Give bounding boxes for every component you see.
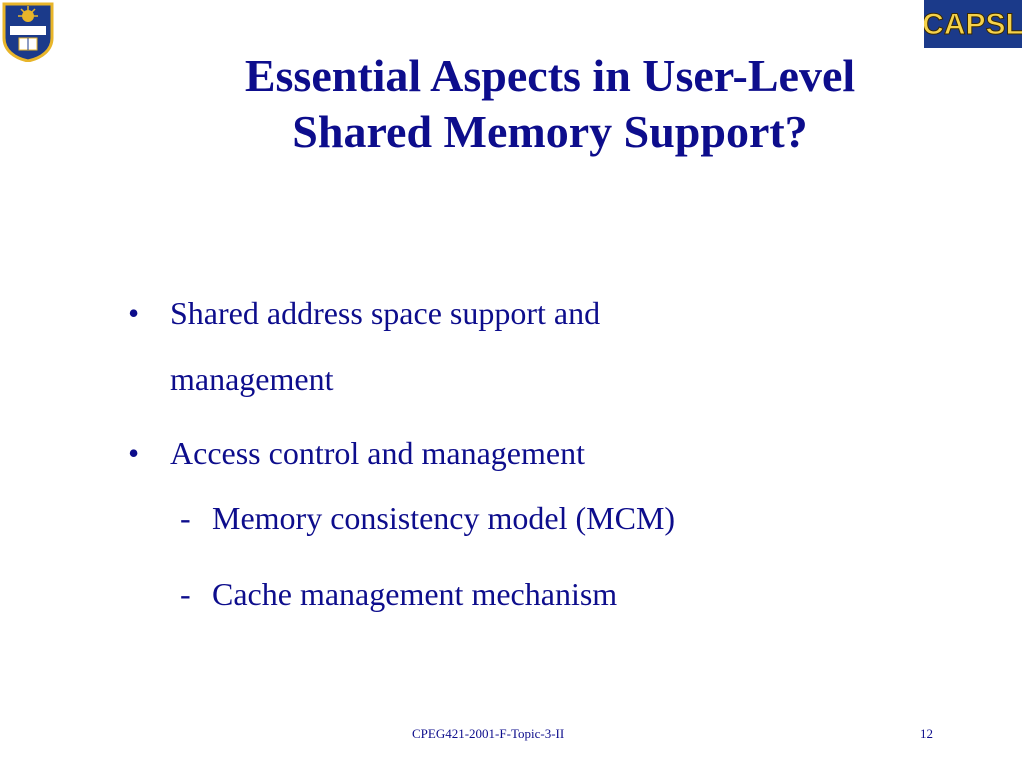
bullet-line-1: Shared address space support and <box>170 295 601 331</box>
footer-page-number: 12 <box>920 726 933 741</box>
sub-bullet-text: Memory consistency model (MCM) <box>212 500 676 536</box>
bullet-marker: • <box>128 435 140 471</box>
capsl-logo-text: CAPSL <box>924 8 1022 41</box>
sub-bullet-text: Cache management mechanism <box>212 576 618 612</box>
sub-bullet-1: -Memory consistency model (MCM) <box>180 500 675 537</box>
capsl-logo: CAPSL <box>922 0 1024 48</box>
sub-bullet-marker: - <box>180 500 191 536</box>
slide-title: Essential Aspects in User-Level Shared M… <box>150 48 950 160</box>
slide-title-line-1: Essential Aspects in User-Level <box>244 50 856 101</box>
sub-bullet-marker: - <box>180 576 191 612</box>
university-logo <box>2 2 54 63</box>
bullet-line-1: Access control and management <box>170 435 585 471</box>
bullet-line-2: management <box>170 361 334 397</box>
bullet-marker: • <box>128 295 140 331</box>
bullet-text: Shared address space support and managem… <box>170 280 600 412</box>
slide-title-line-2: Shared Memory Support? <box>292 106 808 157</box>
bullet-text: Access control and management <box>170 420 585 486</box>
footer-course-code: CPEG421-2001-F-Topic-3-II <box>412 726 565 741</box>
sub-bullet-2: -Cache management mechanism <box>180 576 617 613</box>
